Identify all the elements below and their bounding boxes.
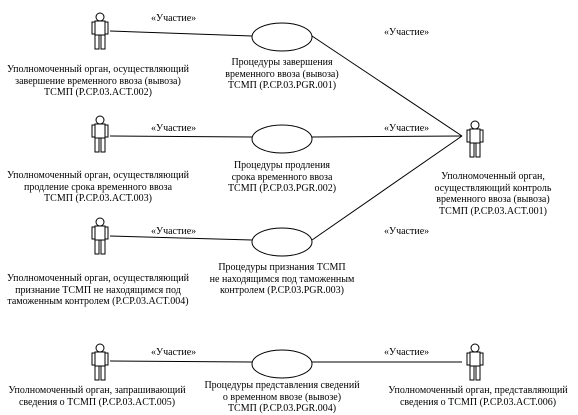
actor-figure-act003[interactable] — [91, 115, 109, 153]
actor-figure-act004[interactable] — [91, 217, 109, 255]
stereotype-label: «Участие» — [384, 27, 430, 38]
use-case-ellipse-pgr004[interactable] — [251, 349, 313, 379]
stereotype-label: «Участие» — [384, 226, 430, 237]
actor-figure-act001[interactable] — [466, 120, 484, 158]
stereotype-label: «Участие» — [151, 123, 197, 134]
association-line — [109, 235, 253, 241]
stereotype-label: «Участие» — [384, 123, 430, 134]
use-case-ellipse-pgr001[interactable] — [251, 22, 313, 52]
actor-figure-act005[interactable] — [91, 343, 109, 381]
stereotype-label: «Участие» — [151, 226, 197, 237]
actor-label-act001: Уполномоченный орган,осуществляющий конт… — [434, 171, 552, 217]
association-line — [311, 135, 463, 138]
association-line — [109, 30, 253, 37]
use-case-ellipse-pgr003[interactable] — [251, 227, 313, 257]
stereotype-label: «Участие» — [151, 13, 197, 24]
association-line — [109, 135, 253, 138]
association-line — [109, 360, 253, 363]
actor-figure-act002[interactable] — [91, 12, 109, 50]
stereotype-label: «Участие» — [384, 347, 430, 358]
stereotype-label: «Участие» — [151, 347, 197, 358]
use-case-ellipse-pgr002[interactable] — [251, 124, 313, 154]
actor-figure-act006[interactable] — [466, 343, 484, 381]
association-line — [311, 135, 463, 241]
association-line — [311, 35, 463, 137]
